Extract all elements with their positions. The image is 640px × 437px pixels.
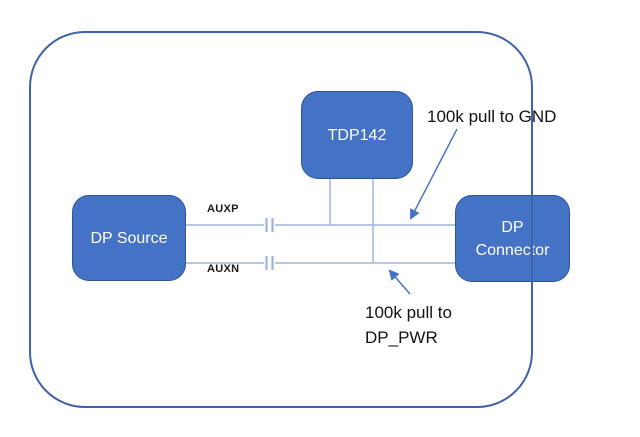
dp-connector-label-line1: DP bbox=[501, 218, 524, 236]
tdp142-box: TDP142 bbox=[301, 91, 413, 179]
auxn-coupling-capacitor-icon bbox=[265, 256, 274, 270]
auxp-net-label: AUXP bbox=[207, 203, 239, 215]
gnd-pull-arrow-icon bbox=[410, 128, 458, 220]
pwr-pull-arrow-icon bbox=[388, 269, 411, 295]
auxp-coupling-capacitor-icon bbox=[265, 218, 274, 232]
pwr-pull-annotation: 100k pull to DP_PWR bbox=[365, 300, 452, 350]
auxn-net-label: AUXN bbox=[207, 263, 240, 275]
dp-source-label: DP Source bbox=[90, 229, 168, 247]
dp-source-box: DP Source bbox=[72, 195, 186, 281]
dp-connector-label-line2: Connector bbox=[475, 241, 550, 259]
pwr-pull-annotation-line2: DP_PWR bbox=[365, 328, 438, 347]
dp-connector-label: DP Connector bbox=[476, 216, 550, 262]
gnd-pull-annotation: 100k pull to GND bbox=[427, 107, 557, 126]
pwr-pull-annotation-line1: 100k pull to bbox=[365, 303, 452, 322]
tdp142-label: TDP142 bbox=[327, 126, 387, 144]
dp-connector-box: DP Connector bbox=[455, 195, 570, 282]
